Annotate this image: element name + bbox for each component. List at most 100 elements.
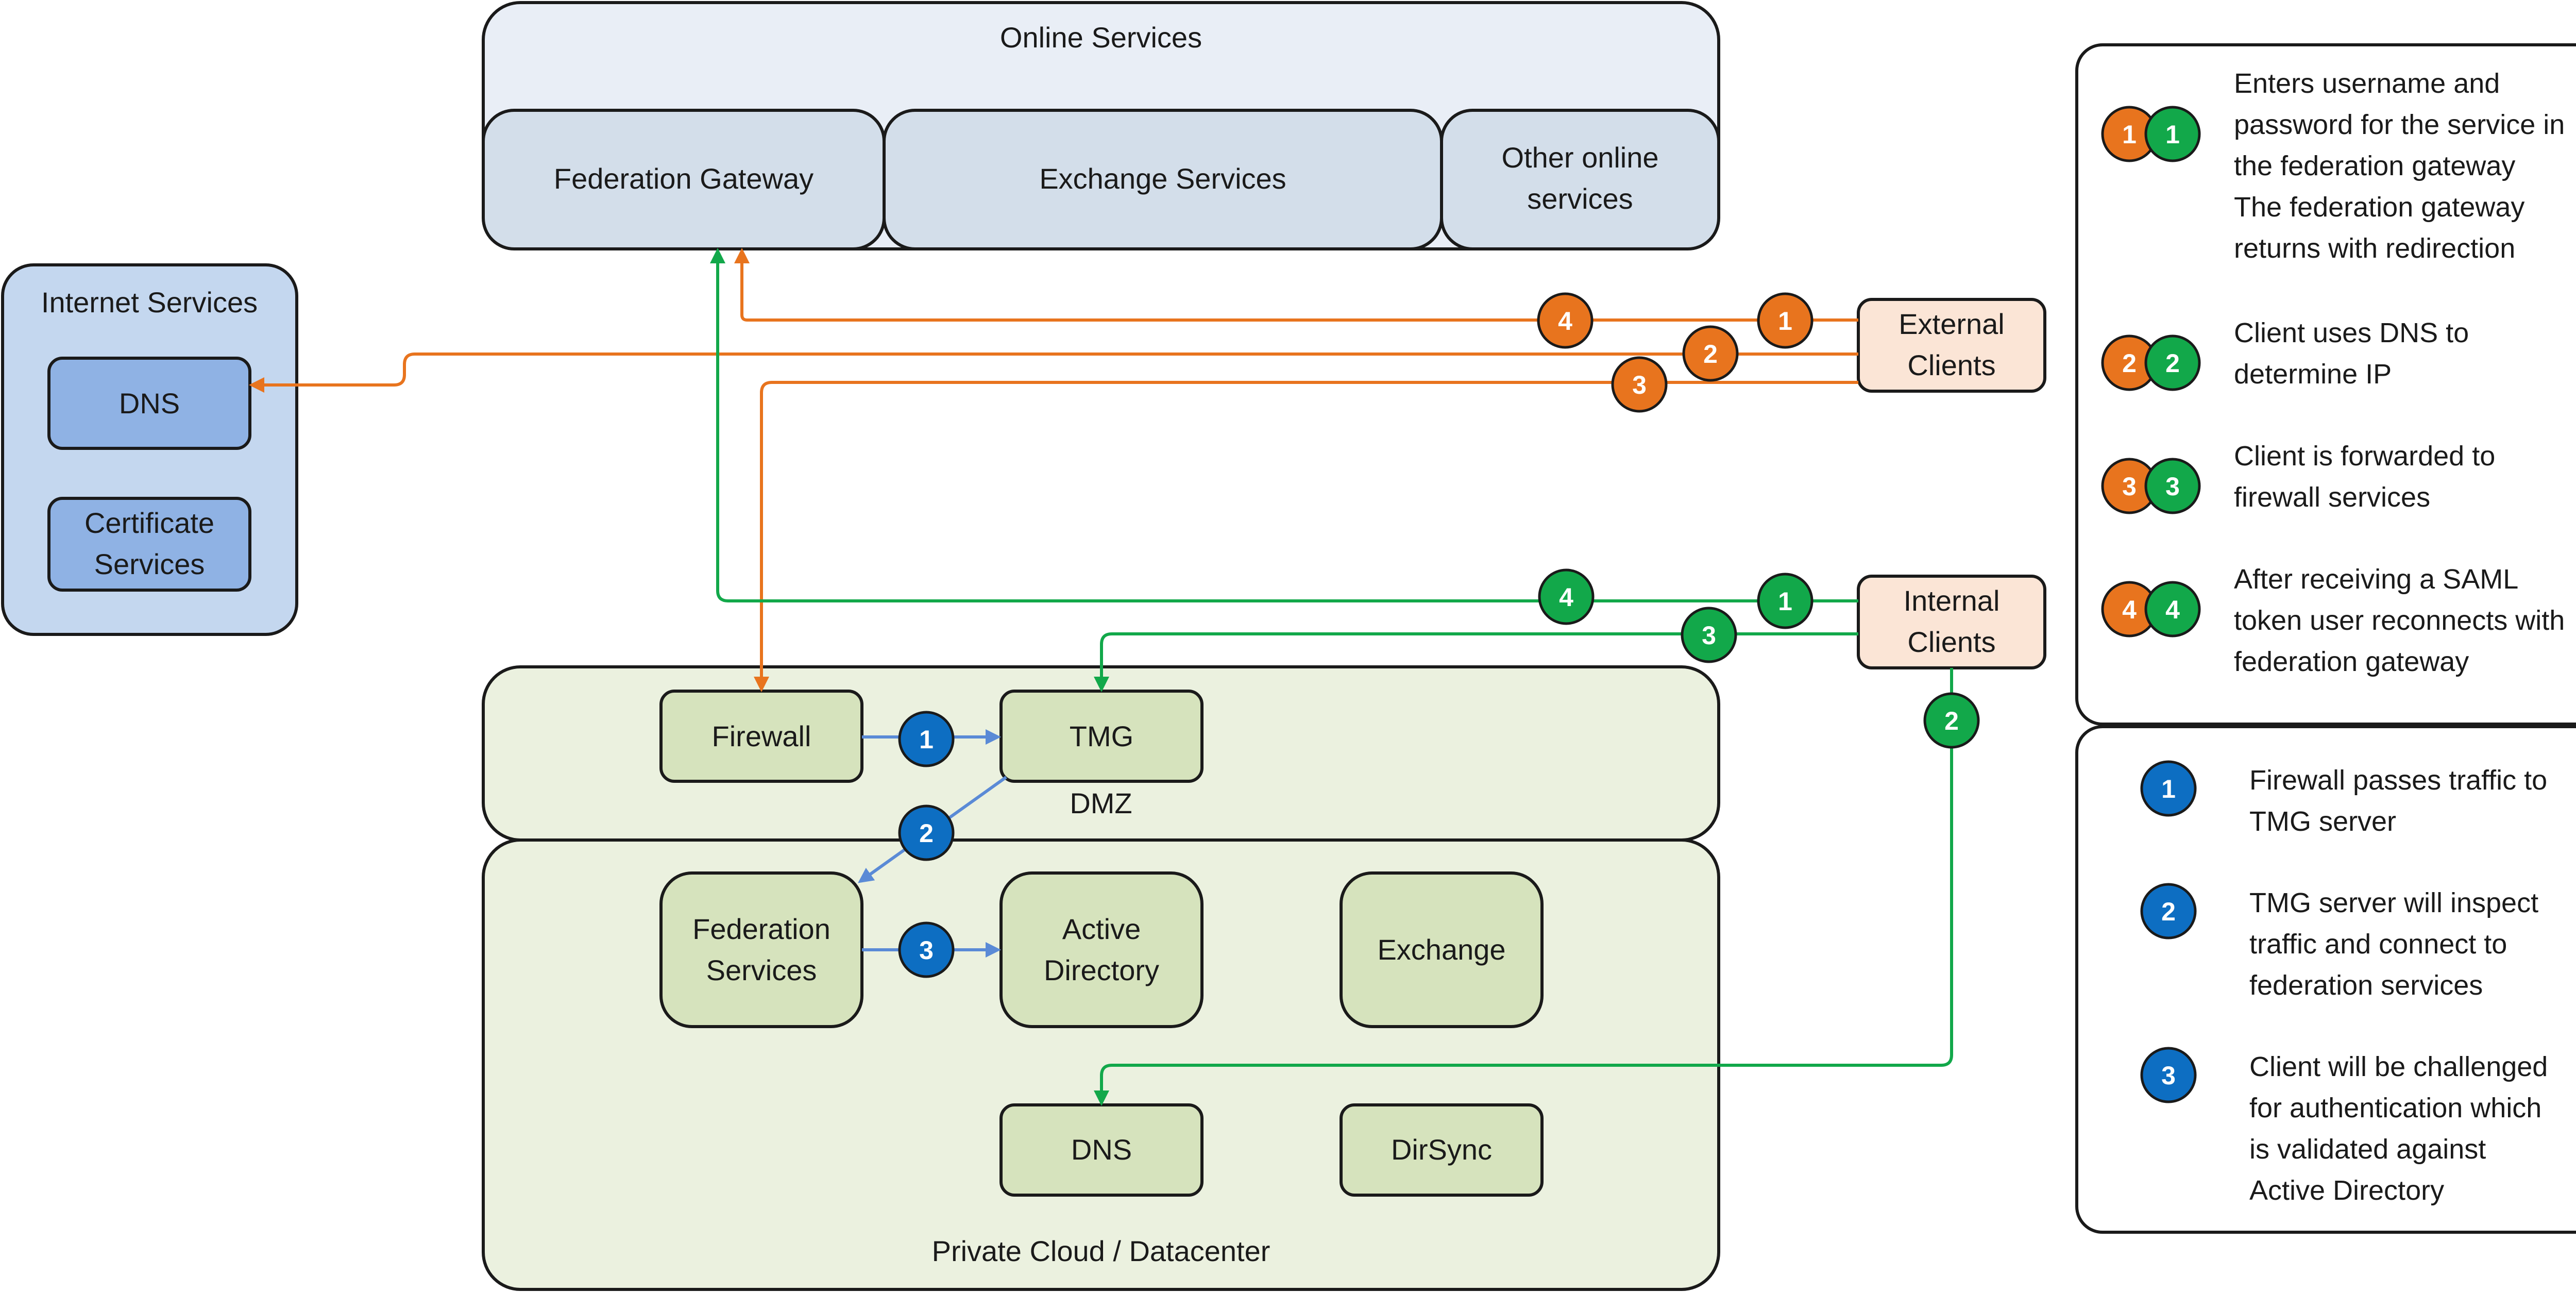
internal-step-4-text: 4 xyxy=(1559,583,1573,612)
exchange-services-label: Exchange Services xyxy=(1039,162,1286,195)
certificate-services-box[interactable] xyxy=(47,497,251,592)
legend-client-4-line-3: federation gateway xyxy=(2234,646,2469,677)
private-cloud-label: Private Cloud / Datacenter xyxy=(932,1235,1270,1267)
internal-step-3-badge xyxy=(1681,607,1737,663)
legend-server-blue-1-badge xyxy=(2140,760,2197,817)
internet-dns-label: DNS xyxy=(119,387,180,420)
dmz-label: DMZ xyxy=(1070,787,1132,819)
external-step-3-badge xyxy=(1611,356,1668,413)
external-step-3-text: 3 xyxy=(1632,371,1647,399)
external-step-2-badge xyxy=(1682,325,1739,382)
legend-client-green-4-badge-text: 4 xyxy=(2165,595,2180,624)
internal-step-2-text: 2 xyxy=(1944,707,1959,735)
internal-step-1-text: 1 xyxy=(1778,587,1792,616)
tmg-label: TMG xyxy=(1070,720,1133,752)
external-step-1-badge xyxy=(1757,292,1814,349)
external-clients-label-2: Clients xyxy=(1907,349,1995,381)
private-cloud-group: Private Cloud / Datacenter Federation Se… xyxy=(482,838,1720,1291)
internal-step-1-badge xyxy=(1757,573,1814,629)
external-step-1-text: 1 xyxy=(1778,307,1792,335)
online-services-group: Online Services Federation Gateway Excha… xyxy=(482,1,1720,250)
internal-clients-label-2: Clients xyxy=(1907,626,1995,658)
active-directory-box[interactable] xyxy=(999,871,1204,1028)
dmz-group: DMZ Firewall TMG xyxy=(482,665,1720,842)
exchange-box[interactable] xyxy=(1340,871,1544,1028)
legend-client-1-line-3: the federation gateway xyxy=(2234,150,2515,181)
legend-client-green-3-badge-text: 3 xyxy=(2165,472,2180,501)
other-online-services-label-2: services xyxy=(1527,182,1633,215)
server-step-1-text: 1 xyxy=(919,725,934,754)
legend-client-2-line-2: determine IP xyxy=(2234,359,2392,390)
legend-server-3-line-1: Client will be challenged xyxy=(2249,1051,2548,1082)
internal-clients-label-1: Internal xyxy=(1904,584,2000,617)
online-services-title: Online Services xyxy=(1000,21,1202,54)
active-directory-label-1: Active xyxy=(1062,913,1141,945)
internet-dns-box[interactable] xyxy=(47,357,251,450)
legend-client-orange-3-badge-text: 3 xyxy=(2122,472,2137,501)
dirsync-label: DirSync xyxy=(1391,1133,1492,1166)
internal-flow-1-4-line xyxy=(710,248,1858,602)
server-step-1-badge xyxy=(898,711,955,767)
federation-services-label-1: Federation xyxy=(692,913,831,945)
external-clients-box[interactable] xyxy=(1857,298,2046,393)
legend-server-item-2: 2 TMG server will inspect traffic and conn… xyxy=(2140,883,2538,1001)
external-step-4-text: 4 xyxy=(1558,307,1572,335)
external-step-4-badge xyxy=(1537,292,1594,349)
other-online-services-box[interactable] xyxy=(1440,109,1720,250)
certificate-services-label-2: Services xyxy=(94,548,205,580)
clients-group: External Clients Internal Clients xyxy=(1857,298,2046,669)
other-online-services-label-1: Other online xyxy=(1501,141,1658,174)
legend-server-2-line-3: federation services xyxy=(2249,970,2483,1001)
external-clients-label-1: External xyxy=(1899,308,2004,340)
legend-client-green-2-badge xyxy=(2144,334,2201,391)
firewall-label: Firewall xyxy=(712,720,811,752)
legend-server-2-line-2: traffic and connect to xyxy=(2249,929,2507,960)
legend-client-3-line-2: firewall services xyxy=(2234,482,2430,513)
legend-client-1-line-2: password for the service in xyxy=(2234,109,2565,140)
private-dns-label: DNS xyxy=(1071,1133,1132,1166)
server-step-2-badge xyxy=(898,804,955,861)
dirsync-box[interactable] xyxy=(1340,1103,1544,1197)
legend-server-blue-3-badge-text: 3 xyxy=(2161,1061,2176,1090)
exchange-label: Exchange xyxy=(1377,933,1505,966)
external-flow-2-line xyxy=(249,353,1858,393)
legend-client-green-2-badge-text: 2 xyxy=(2165,349,2180,378)
legend-client-panel xyxy=(2075,43,2576,726)
internet-services-group: Internet Services DNS Certificate Servic… xyxy=(1,263,298,636)
legend-server-3-line-3: is validated against xyxy=(2249,1134,2486,1165)
legend-client-orange-2-badge-text: 2 xyxy=(2122,349,2137,378)
legend-client-4-line-1: After receiving a SAML xyxy=(2234,564,2518,595)
diagram-badges: 4 1 2 3 4 1 3 2 1 2 3 xyxy=(898,292,1980,978)
internal-step-2-badge xyxy=(1923,692,1980,749)
legend-client-1-line-5: returns with redirection xyxy=(2234,233,2515,264)
external-flow-3-line xyxy=(754,381,1858,692)
federation-services-label-2: Services xyxy=(706,954,817,986)
legend-server-2-line-1: TMG server will inspect xyxy=(2249,887,2538,918)
external-flow-1-4-line xyxy=(734,248,1858,322)
internal-flow-2-line xyxy=(1094,668,1953,1106)
legend-client-orange-4-badge-text: 4 xyxy=(2122,595,2137,624)
legend-server-panel xyxy=(2075,725,2576,1234)
internet-services-title: Internet Services xyxy=(41,286,258,318)
federation-gateway-label: Federation Gateway xyxy=(554,162,814,195)
legend-server-blue-3-badge xyxy=(2140,1047,2197,1103)
legend-server-blue-2-badge xyxy=(2140,883,2197,939)
legend-client-2-line-1: Client uses DNS to xyxy=(2234,317,2469,348)
external-step-2-text: 2 xyxy=(1703,340,1718,368)
legend-server-3-line-4: Active Directory xyxy=(2249,1175,2444,1206)
legend-server-blue-1-badge-text: 1 xyxy=(2161,775,2176,803)
legend-client-green-4-badge xyxy=(2144,581,2201,637)
federation-services-box[interactable] xyxy=(659,871,863,1028)
legend-server-blue-2-badge-text: 2 xyxy=(2161,897,2176,926)
legend-client-green-1-badge-text: 1 xyxy=(2165,120,2180,149)
legend-client-green-3-badge xyxy=(2144,458,2201,514)
internal-flow-connectors xyxy=(710,248,1953,1106)
server-step-3-text: 3 xyxy=(919,936,934,965)
